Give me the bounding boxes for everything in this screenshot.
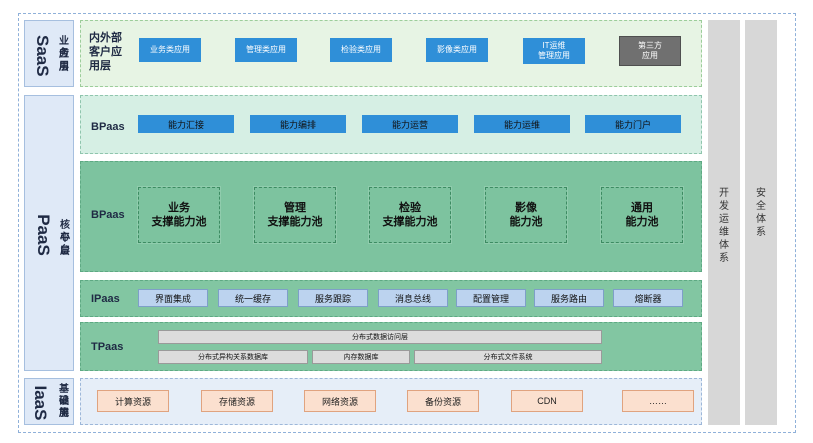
pool-management-line-1: 支撑能力池 (267, 216, 323, 228)
tpaas-memory-db[interactable]: 内存数据库 (312, 350, 410, 364)
pool-inspection-line-1: 支撑能力池 (382, 216, 438, 228)
paas-sub-0: 核心 (60, 220, 70, 243)
ipaas-unified-cache[interactable]: 统一缓存 (218, 289, 288, 307)
pool-business-line-0: 业务 (168, 202, 190, 214)
tpaas-heterogeneous-db[interactable]: 分布式异构关系数据库 (158, 350, 308, 364)
iaas-sub-0: 基础 (59, 384, 69, 407)
capability-connect[interactable]: 能力汇接 (138, 115, 234, 133)
app-it-ops-line-1: 管理应用 (538, 51, 570, 60)
saas-name: SaaS (33, 35, 52, 77)
tpaas-label: TPaas (91, 341, 124, 353)
devops-char-5: 系 (719, 253, 729, 264)
devops-char-4: 体 (719, 240, 729, 251)
saas-title: 内外部 客户应 用层 (89, 31, 122, 73)
ipaas-service-routing[interactable]: 服务路由 (534, 289, 604, 307)
security-char-0: 安 (756, 188, 766, 199)
saas-layer-label: SaaS 业务 应用 层 (24, 20, 74, 87)
bpaas-capability-band: BPaas 能力汇接 能力编排 能力运营 能力运维 能力门户 (80, 95, 702, 154)
security-char-3: 系 (756, 227, 766, 238)
devops-system-column: 开 发 运 维 体 系 (708, 20, 740, 425)
pool-management[interactable]: 管理 支撑能力池 (254, 187, 336, 243)
app-inspection[interactable]: 检验类应用 (330, 38, 392, 62)
app-third-party[interactable]: 第三方 应用 (619, 36, 681, 66)
saas-band: 内外部 客户应 用层 业务类应用 管理类应用 检验类应用 影像类应用 IT运维 … (80, 20, 702, 87)
ipaas-message-bus[interactable]: 消息总线 (378, 289, 448, 307)
paas-sub-2: 层 (60, 246, 70, 257)
resource-more[interactable]: …… (622, 390, 694, 412)
app-imaging[interactable]: 影像类应用 (426, 38, 488, 62)
iaas-name: IaaS (31, 385, 50, 421)
app-business[interactable]: 业务类应用 (139, 38, 201, 62)
resource-cdn[interactable]: CDN (511, 390, 583, 412)
pool-business[interactable]: 业务 支撑能力池 (138, 187, 220, 243)
pool-imaging-line-0: 影像 (515, 202, 537, 214)
security-char-1: 全 (756, 201, 766, 212)
ipaas-config-management[interactable]: 配置管理 (456, 289, 526, 307)
pool-general-line-0: 通用 (631, 202, 653, 214)
app-third-party-line-1: 应用 (642, 51, 658, 60)
tpaas-data-access-layer[interactable]: 分布式数据访问层 (158, 330, 602, 344)
pool-imaging-line-1: 能力池 (509, 216, 543, 228)
resource-compute[interactable]: 计算资源 (97, 390, 169, 412)
resource-backup[interactable]: 备份资源 (407, 390, 479, 412)
app-it-ops[interactable]: IT运维 管理应用 (523, 38, 585, 64)
security-char-2: 体 (756, 214, 766, 225)
iaas-layer-label: IaaS 基础 设施 层 (24, 378, 74, 425)
resource-storage[interactable]: 存储资源 (201, 390, 273, 412)
saas-title-line-1: 客户应 (89, 46, 122, 58)
app-third-party-line-0: 第三方 (638, 41, 662, 50)
paas-layer-label: PaaS 核心 平台 层 (24, 95, 74, 371)
pool-imaging[interactable]: 影像 能力池 (485, 187, 567, 243)
security-system-column: 安 全 体 系 (745, 20, 777, 425)
ipaas-ui-integration[interactable]: 界面集成 (138, 289, 208, 307)
pool-business-line-1: 支撑能力池 (151, 216, 207, 228)
ipaas-service-trace[interactable]: 服务跟踪 (298, 289, 368, 307)
bpaas-label-1: BPaas (91, 121, 125, 133)
pool-management-line-0: 管理 (284, 202, 306, 214)
resource-network[interactable]: 网络资源 (304, 390, 376, 412)
capability-orchestrate[interactable]: 能力编排 (250, 115, 346, 133)
paas-sub-1: 平台 (60, 233, 70, 256)
saas-title-line-2: 用层 (89, 60, 111, 72)
capability-portal[interactable]: 能力门户 (585, 115, 681, 133)
devops-char-0: 开 (719, 188, 729, 199)
ipaas-circuit-breaker[interactable]: 熔断器 (613, 289, 683, 307)
architecture-frame (18, 13, 796, 433)
saas-sub-0: 业务 (59, 36, 69, 59)
bpaas-label-2: BPaas (91, 209, 125, 221)
pool-inspection[interactable]: 检验 支撑能力池 (369, 187, 451, 243)
pool-general-line-1: 能力池 (625, 216, 659, 228)
capability-maintain[interactable]: 能力运维 (474, 115, 570, 133)
pool-general[interactable]: 通用 能力池 (601, 187, 683, 243)
ipaas-label: IPaas (91, 293, 120, 305)
devops-char-3: 维 (719, 227, 729, 238)
capability-operate[interactable]: 能力运营 (362, 115, 458, 133)
saas-sub-1: 应用 (59, 49, 69, 72)
ipaas-band: IPaas 界面集成 统一缓存 服务跟踪 消息总线 配置管理 服务路由 熔断器 (80, 280, 702, 317)
iaas-band: 计算资源 存储资源 网络资源 备份资源 CDN …… (80, 378, 702, 425)
iaas-sub-2: 层 (59, 408, 69, 419)
tpaas-band: TPaas 分布式数据访问层 分布式异构关系数据库 内存数据库 分布式文件系统 (80, 322, 702, 371)
app-it-ops-line-0: IT运维 (542, 41, 566, 50)
saas-sub-2: 层 (59, 62, 69, 73)
iaas-sub-1: 设施 (59, 396, 69, 419)
devops-char-2: 运 (719, 214, 729, 225)
pool-inspection-line-0: 检验 (399, 202, 421, 214)
tpaas-distributed-fs[interactable]: 分布式文件系统 (414, 350, 602, 364)
devops-char-1: 发 (719, 201, 729, 212)
bpaas-pool-band: BPaas 业务 支撑能力池 管理 支撑能力池 检验 支撑能力池 影像 能力池 … (80, 161, 702, 272)
saas-title-line-0: 内外部 (89, 32, 122, 44)
app-management[interactable]: 管理类应用 (235, 38, 297, 62)
paas-name: PaaS (34, 214, 53, 256)
